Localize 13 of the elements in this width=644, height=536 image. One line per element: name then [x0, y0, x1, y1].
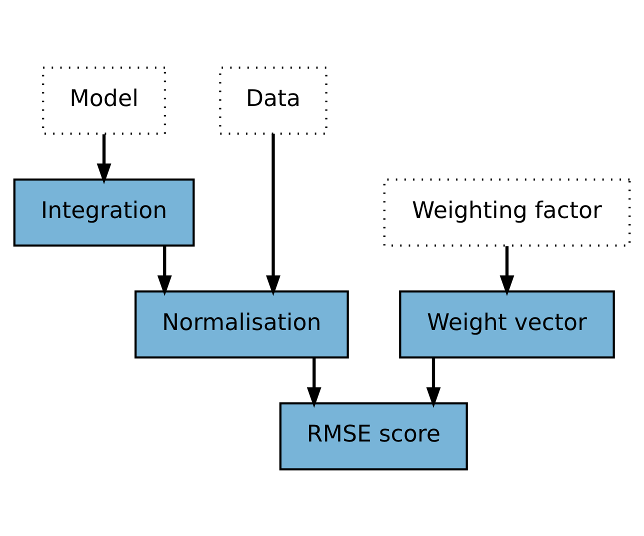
node-box: Weight vector: [399, 290, 615, 358]
node-box: RMSE score: [279, 402, 468, 470]
arrow: [306, 357, 322, 408]
arrow: [266, 133, 280, 296]
arrow: [426, 357, 441, 408]
node-box: Data: [219, 66, 328, 134]
arrow: [96, 134, 112, 184]
node-box: Integration: [13, 178, 195, 246]
node-box: Model: [42, 66, 166, 134]
arrow: [500, 246, 514, 296]
node-box: Normalisation: [134, 290, 349, 358]
node-box: Weighting factor: [383, 178, 631, 246]
arrow: [157, 246, 172, 296]
